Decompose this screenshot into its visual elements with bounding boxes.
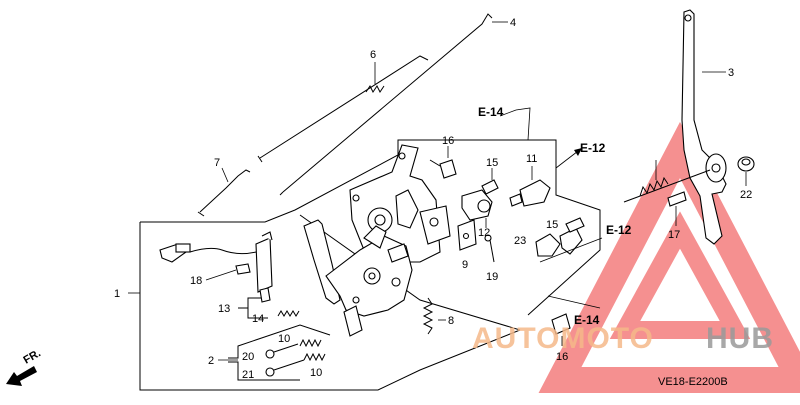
lever-3 [681, 9, 727, 245]
screw-15-lower [565, 217, 585, 233]
diagram-code: VE18-E2200B [658, 376, 728, 388]
callout-12: 12 [478, 227, 490, 239]
spring-10-lower [303, 352, 326, 362]
callout-16-lower: 16 [556, 351, 568, 363]
callout-16-upper: 16 [442, 135, 454, 147]
callout-1: 1 [114, 288, 120, 300]
spring-14 [277, 310, 300, 317]
screw-20 [265, 343, 299, 359]
watermark-word-b: HUB [706, 322, 774, 355]
clamp-12 [461, 189, 493, 228]
switch-13 [159, 231, 273, 303]
bolt-16-lower [551, 313, 571, 346]
clip-9 [457, 219, 477, 251]
callout-15-upper: 15 [486, 157, 498, 169]
callout-10-lower: 10 [310, 367, 322, 379]
front-direction-arrow: FR. [6, 347, 43, 386]
rod-4 [279, 13, 508, 196]
callout-15-lower: 15 [546, 219, 558, 231]
ref-e12-lower: E-12 [606, 223, 632, 237]
watermark-word-a: AUTOMOTO [472, 322, 654, 355]
callout-20: 20 [242, 351, 254, 363]
pin-17 [667, 191, 687, 226]
rod-6 [257, 55, 429, 163]
bolt-16-upper [429, 146, 457, 179]
callout-labels: 1 2 3 4 6 7 8 9 10 10 11 12 13 14 15 15 … [114, 17, 752, 381]
spring-10-upper [299, 338, 322, 348]
callout-17: 17 [668, 229, 680, 241]
screw-21 [265, 359, 305, 377]
callout-13: 13 [218, 303, 230, 315]
cable-clamp-23 [535, 227, 583, 257]
ref-e14-upper: E-14 [478, 105, 504, 119]
callout-9: 9 [462, 259, 468, 271]
callout-14: 14 [252, 313, 264, 325]
callout-8: 8 [448, 315, 454, 327]
callout-22: 22 [740, 189, 752, 201]
watermark-triangle [538, 121, 800, 393]
callout-10-upper: 10 [278, 333, 290, 345]
assembly-frame [128, 139, 601, 391]
callout-6: 6 [370, 49, 376, 61]
rod-6-spring [365, 85, 385, 93]
nut-22 [737, 156, 755, 186]
reference-leaders [499, 107, 603, 309]
screw-15-upper [481, 168, 499, 195]
callout-11: 11 [526, 153, 537, 165]
ref-e12-upper: E-12 [580, 141, 606, 155]
lever-assembly [303, 219, 413, 337]
bracket-frame [238, 297, 268, 319]
subassembly-frame [218, 324, 331, 381]
watermark-text: AUTOMOTO HUB [472, 322, 774, 355]
section-references: E-14 E-12 E-12 E-14 [478, 105, 632, 327]
callout-19: 19 [486, 271, 498, 283]
rod-7 [197, 167, 251, 217]
connector-11 [509, 166, 551, 207]
front-direction-label: FR. [22, 347, 43, 366]
callout-21: 21 [242, 369, 254, 381]
callout-3: 3 [728, 67, 734, 79]
screw-19 [484, 234, 495, 263]
callout-2: 2 [208, 355, 214, 367]
ref-e14-lower: E-14 [574, 313, 600, 327]
callout-23: 23 [514, 235, 526, 247]
spring-5 [623, 160, 711, 203]
spring-8 [422, 297, 446, 335]
callout-18: 18 [190, 275, 202, 287]
callout-4: 4 [510, 17, 516, 29]
callout-7: 7 [214, 157, 220, 169]
